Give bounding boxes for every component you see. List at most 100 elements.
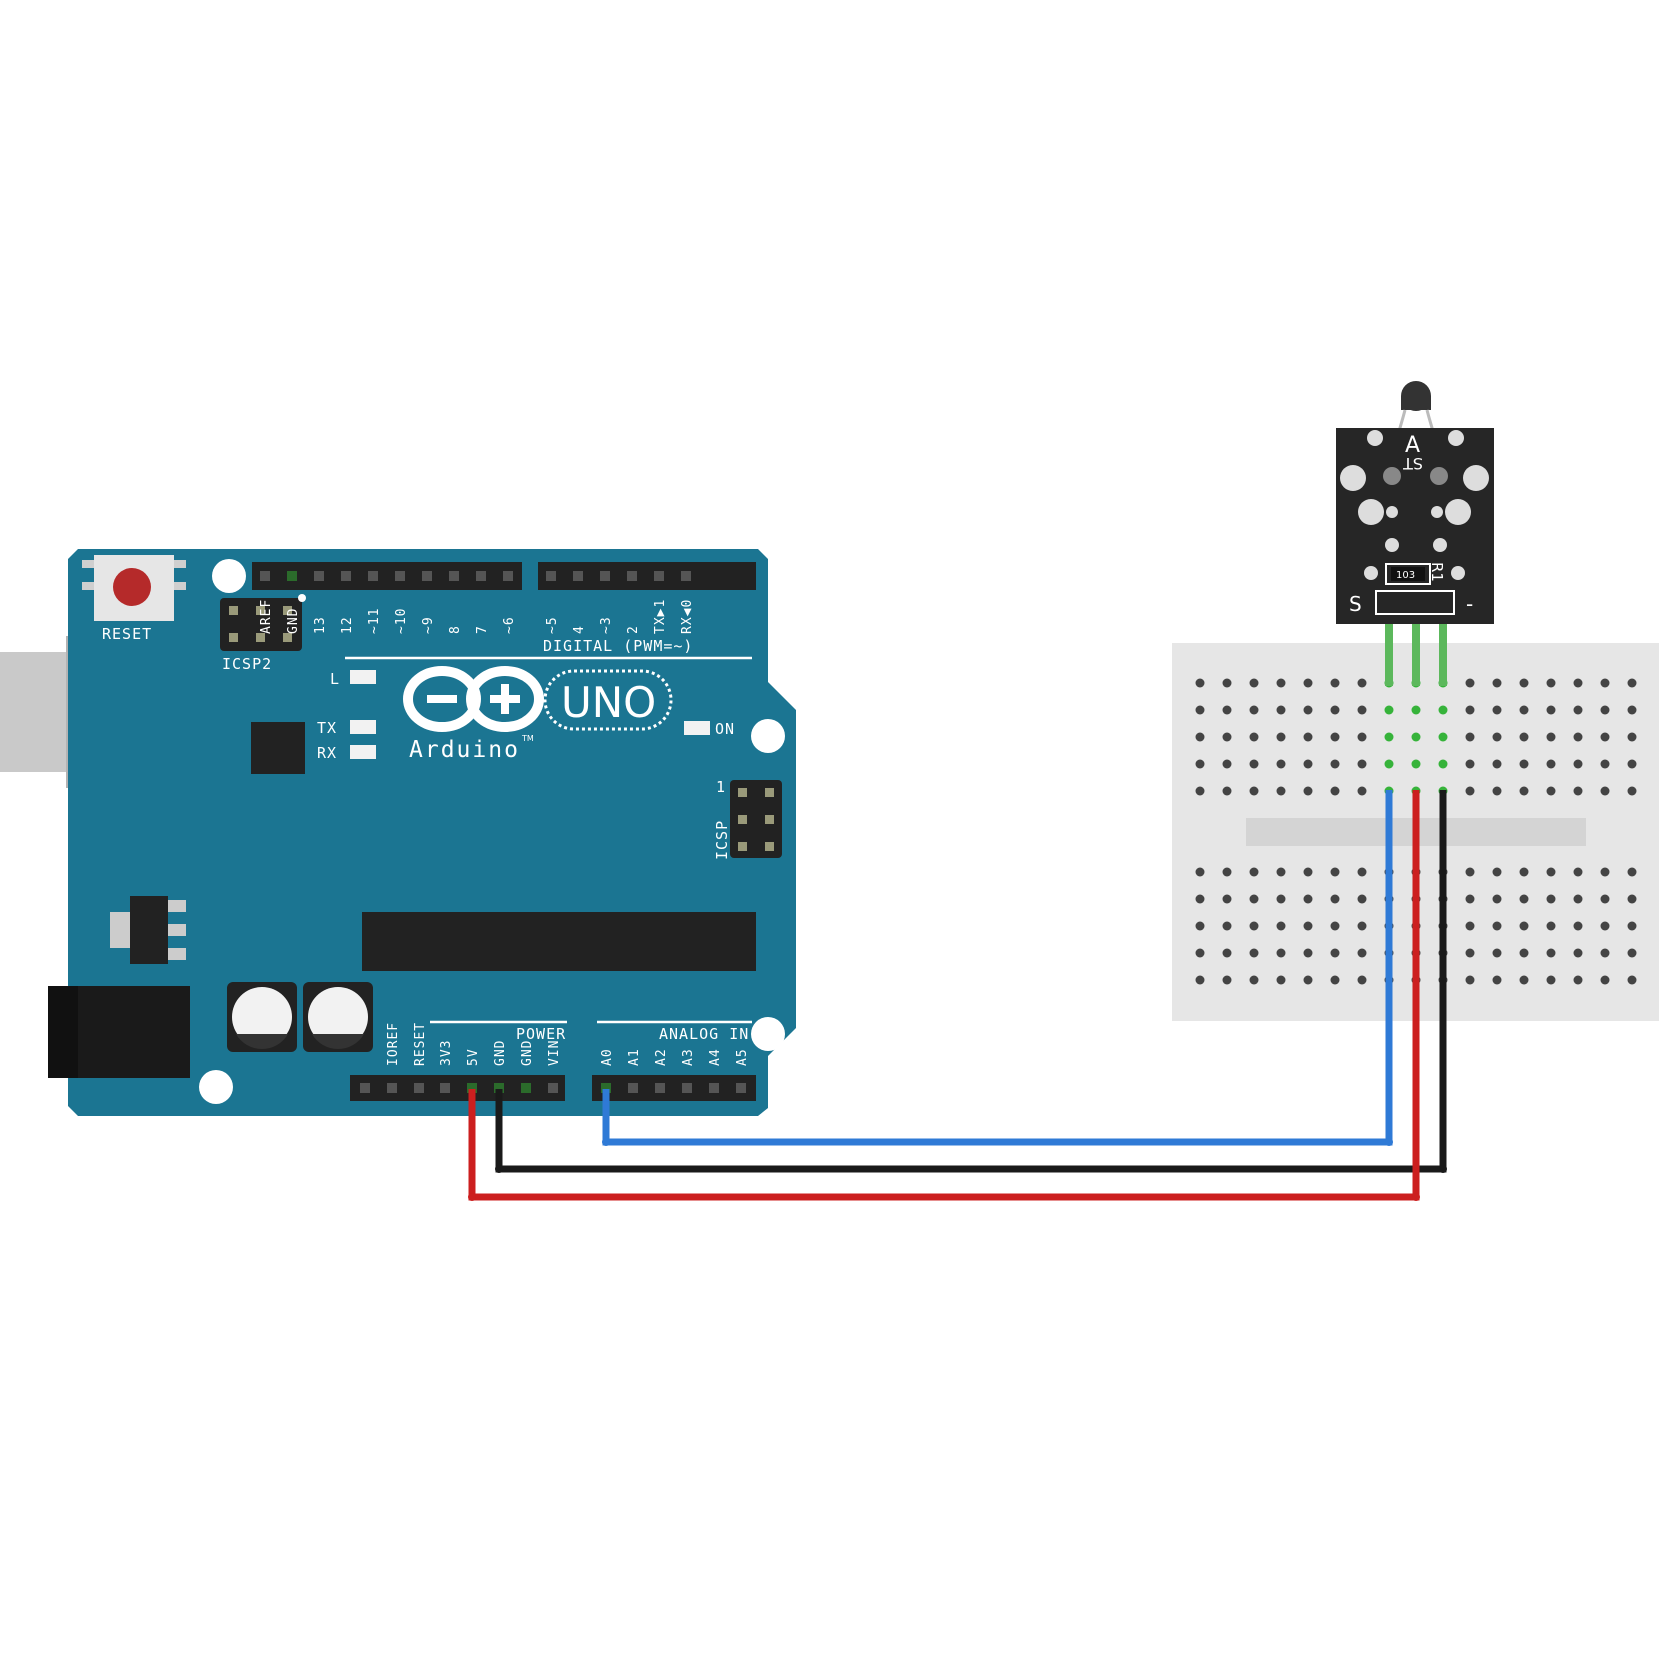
digital-pin-label: RX◀0 — [680, 599, 695, 634]
breadboard-hole — [1411, 732, 1421, 742]
digital-pin-label: TX▶1 — [653, 599, 668, 634]
header-pin — [600, 571, 610, 581]
breadboard-hole — [1492, 678, 1502, 688]
temperature-sensor-module: A ST 103 R1 S - — [1336, 381, 1494, 686]
led-on — [684, 721, 710, 735]
breadboard-hole — [1600, 759, 1610, 769]
sensor-part-label: A — [1405, 433, 1420, 458]
header-pin — [422, 571, 432, 581]
breadboard-hole — [1465, 894, 1475, 904]
resistor-value-label: 103 — [1396, 570, 1415, 581]
wire-signal-a0[interactable] — [602, 790, 1393, 1146]
breadboard-hole — [1627, 786, 1637, 796]
breadboard-hole — [1519, 921, 1529, 931]
resistor-outline — [1385, 563, 1431, 585]
breadboard-hole — [1222, 948, 1232, 958]
reset-button[interactable] — [82, 555, 186, 621]
header-pin — [573, 571, 583, 581]
breadboard-hole — [1330, 948, 1340, 958]
breadboard-hole — [1465, 867, 1475, 877]
power-pin-label: GND — [520, 1040, 535, 1066]
breadboard-hole — [1249, 948, 1259, 958]
breadboard-hole — [1492, 732, 1502, 742]
brand-label: Arduino — [409, 737, 520, 763]
header-pin — [341, 571, 351, 581]
sensor-leg-vcc — [1412, 600, 1420, 686]
breadboard-hole — [1465, 705, 1475, 715]
power-pin-label: GND — [493, 1040, 508, 1066]
header-pin — [360, 1083, 370, 1093]
breadboard-hole — [1276, 732, 1286, 742]
analog-pin-label: A0 — [600, 1048, 615, 1066]
mounting-hole — [751, 1017, 785, 1051]
header-pin — [387, 1083, 397, 1093]
header-pin — [655, 1083, 665, 1093]
power-pin-label: VIN — [547, 1040, 562, 1066]
breadboard-hole — [1465, 678, 1475, 688]
digital-header-label: DIGITAL (PWM=~) — [543, 637, 693, 655]
wire-group — [468, 790, 1447, 1201]
breadboard-hole — [1519, 894, 1529, 904]
breadboard-hole — [1357, 921, 1367, 931]
wire-end — [495, 1165, 503, 1173]
breadboard-hole — [1411, 705, 1421, 715]
icsp2-label: ICSP2 — [222, 655, 272, 673]
breadboard-hole — [1249, 678, 1259, 688]
analog-pin-label: A2 — [654, 1048, 669, 1066]
breadboard-hole — [1600, 975, 1610, 985]
model-label: UNO — [561, 678, 656, 727]
breadboard-hole — [1303, 921, 1313, 931]
breadboard-hole — [1195, 759, 1205, 769]
digital-pin-label: 2 — [626, 625, 641, 634]
sensor-leg-s — [1385, 600, 1393, 686]
wire-gnd[interactable] — [495, 790, 1447, 1173]
breadboard-hole — [1222, 732, 1232, 742]
digital-header-right — [538, 562, 756, 590]
breadboard-hole — [1573, 786, 1583, 796]
mounting-hole — [199, 1070, 233, 1104]
resistor-body — [1391, 567, 1425, 581]
wire-end — [1412, 1193, 1420, 1201]
power-pin-label: IOREF — [386, 1022, 401, 1066]
digital-pin-label: 7 — [475, 625, 490, 634]
wire-end — [468, 1193, 476, 1201]
icsp-label: ICSP — [713, 820, 731, 860]
capacitor — [227, 982, 297, 1052]
breadboard-hole — [1222, 705, 1232, 715]
digital-pin-label: 4 — [572, 625, 587, 634]
voltage-regulator — [110, 896, 186, 964]
breadboard-hole — [1276, 759, 1286, 769]
microcontroller-chip — [362, 912, 756, 971]
breadboard-hole — [1303, 705, 1313, 715]
breadboard-hole — [1492, 921, 1502, 931]
breadboard-hole — [1600, 786, 1610, 796]
header-pin — [314, 571, 324, 581]
breadboard-hole — [1519, 948, 1529, 958]
header-pin — [548, 1083, 558, 1093]
breadboard-hole — [1573, 759, 1583, 769]
breadboard-hole — [1438, 759, 1448, 769]
digital-pin-label: ~3 — [599, 616, 614, 634]
breadboard-hole — [1627, 975, 1637, 985]
header-pin — [601, 1083, 611, 1093]
breadboard-hole — [1438, 705, 1448, 715]
breadboard-hole — [1519, 732, 1529, 742]
breadboard-hole — [1276, 975, 1286, 985]
breadboard-hole — [1573, 867, 1583, 877]
wire-vcc-5v[interactable] — [468, 790, 1420, 1201]
analog-pin-label: A3 — [681, 1048, 696, 1066]
digital-pin-label: ~5 — [545, 616, 560, 634]
breadboard-hole — [1573, 921, 1583, 931]
breadboard-hole — [1276, 948, 1286, 958]
breadboard-hole — [1303, 786, 1313, 796]
breadboard-hole — [1465, 921, 1475, 931]
usb-chip — [251, 722, 305, 774]
breadboard-hole — [1492, 894, 1502, 904]
breadboard-hole — [1276, 678, 1286, 688]
breadboard-hole — [1222, 786, 1232, 796]
breadboard-hole — [1546, 894, 1556, 904]
breadboard-hole — [1519, 975, 1529, 985]
breadboard-hole — [1303, 948, 1313, 958]
